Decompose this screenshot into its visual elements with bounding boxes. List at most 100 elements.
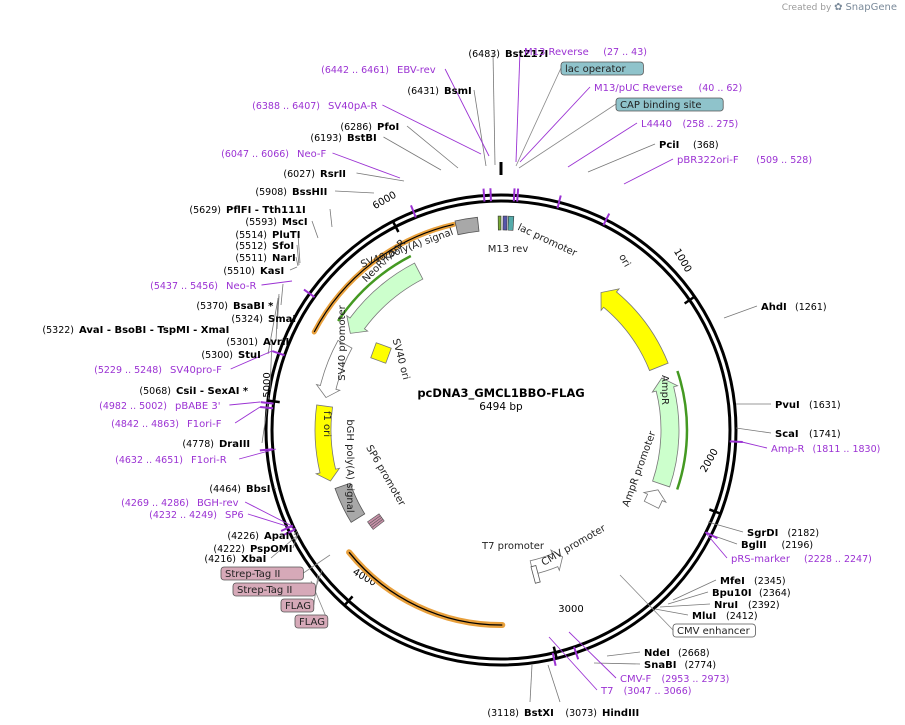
feature-box-label: Strep-Tag II: [237, 585, 292, 596]
site-leader: [473, 89, 487, 167]
primer-position: (509 .. 528): [756, 155, 812, 166]
primer: SV40pro-F(5229 .. 5248): [94, 365, 222, 376]
site-position: (5512): [235, 241, 267, 252]
bgh-polya-feature: [334, 482, 366, 523]
primer-position: (4842 .. 4863): [111, 419, 179, 430]
feature-box: FLAG: [294, 614, 329, 629]
primer: Amp-R(1811 .. 1830): [771, 444, 880, 455]
site-position: (6286): [340, 122, 372, 133]
primer-binding-mark: [260, 401, 274, 405]
site-position: (1741): [809, 429, 841, 440]
backbone-inner-ring: [270, 199, 732, 661]
feature-box-leader: [313, 574, 319, 606]
feature-box-leader: [303, 554, 331, 574]
tick-label: 3000: [558, 604, 583, 615]
site-position: (6431): [407, 86, 439, 97]
primer-name: EBV-rev: [397, 65, 436, 76]
feature-box-label: CAP binding site: [620, 100, 702, 111]
primer-name: pRS-marker: [731, 554, 791, 565]
primer-name: SV40pA-R: [328, 101, 377, 112]
site-position: (1261): [795, 302, 827, 313]
primer-binding-mark: [516, 188, 520, 202]
tick-mark: [266, 399, 280, 404]
site-position: (5510): [223, 266, 255, 277]
primer-name: Neo-R: [226, 281, 257, 292]
restriction-site: PvuI(1631): [775, 400, 841, 411]
site-leader: [280, 283, 284, 306]
site-position: (4464): [209, 484, 241, 495]
site-name: SgrDI: [747, 528, 778, 539]
site-name: BglII: [741, 540, 767, 551]
restriction-site: (4216)XbaI: [204, 554, 266, 565]
site-leader: [667, 591, 709, 605]
restriction-site: (4226)ApaI: [227, 531, 289, 542]
feature-label: SV40 promoter: [337, 304, 348, 380]
site-name: StuI: [238, 350, 261, 361]
site-leader: [296, 244, 300, 266]
neor-feature: [346, 262, 424, 334]
site-position: (2392): [748, 600, 780, 611]
primer: SP6(4232 .. 4249): [149, 510, 244, 521]
primer: L4440(258 .. 275): [641, 119, 738, 130]
primer-binding-mark: [602, 213, 611, 226]
site-position: (5301): [226, 337, 258, 348]
site-name: BbsI: [246, 484, 270, 495]
primer: pRS-marker(2228 .. 2247): [731, 554, 872, 565]
site-leader: [267, 298, 279, 355]
primer-leader: [568, 631, 617, 679]
primer-name: Amp-R: [771, 444, 805, 455]
restriction-site: MluI(2412): [692, 611, 758, 622]
tick-mark: [683, 295, 697, 305]
site-position: (5593): [245, 217, 277, 228]
restriction-site: (5370)BsaBI *: [196, 301, 274, 312]
restriction-site: (4464) BbsI: [209, 484, 270, 495]
backbone-outer-ring: [264, 193, 738, 667]
site-name: BstBI: [347, 133, 377, 144]
site-name: PfoI: [377, 122, 399, 133]
snapgene-logo: ✿: [834, 2, 843, 13]
restriction-site: NdeI (2668): [644, 648, 710, 659]
primer-binding-mark: [489, 188, 492, 202]
primer-position: (4632 .. 4651): [115, 455, 183, 466]
restriction-site: (5300)StuI: [201, 350, 260, 361]
site-name: AhdI: [761, 302, 787, 313]
primer-leader: [230, 350, 273, 370]
site-leader: [289, 266, 298, 271]
cmv-promoter-feature: [529, 549, 564, 575]
site-leader: [356, 172, 405, 182]
primer-position: (2953 .. 2973): [662, 674, 730, 685]
site-position: (368): [693, 140, 719, 151]
feature-label: T7 promoter: [481, 541, 545, 552]
primer: pBR322ori-F(509 .. 528): [677, 155, 812, 166]
site-name: MluI: [692, 611, 716, 622]
site-name: NdeI: [644, 648, 670, 659]
site-position: (3073): [565, 708, 597, 719]
primer-leader: [515, 50, 521, 163]
watermark-brand: SnapGene: [845, 2, 897, 13]
primer-leader: [332, 152, 401, 179]
feature-box-leader: [619, 574, 674, 631]
site-position: (2345): [754, 576, 786, 587]
site-name: BsaBI *: [233, 301, 274, 312]
feature-box-bg: [280, 598, 315, 613]
site-leader: [606, 651, 641, 657]
feature-label: M13 rev: [488, 244, 529, 255]
primer-leader: [548, 636, 598, 691]
site-name: MfeI: [720, 576, 745, 587]
site-position: (4226): [227, 531, 259, 542]
site-name: PflFI - Tth111I: [226, 205, 306, 216]
site-position: (5511): [235, 253, 267, 264]
ori-feature: [600, 288, 669, 372]
site-position: (5629): [189, 205, 221, 216]
primer: F1ori-R(4632 .. 4651): [115, 455, 227, 466]
neo-cassette-orf: [313, 223, 454, 333]
site-name: BstZ17I: [505, 49, 548, 60]
primer-leader: [704, 531, 728, 559]
feature-box: CMV enhancer: [672, 623, 756, 638]
site-position: (2668): [678, 648, 710, 659]
primer-name: T7: [600, 686, 613, 697]
restriction-site: AhdI (1261): [761, 302, 827, 313]
site-name: NarI: [272, 253, 296, 264]
site-position: (4778): [182, 439, 214, 450]
primer: T7(3047 .. 3066): [600, 686, 691, 697]
